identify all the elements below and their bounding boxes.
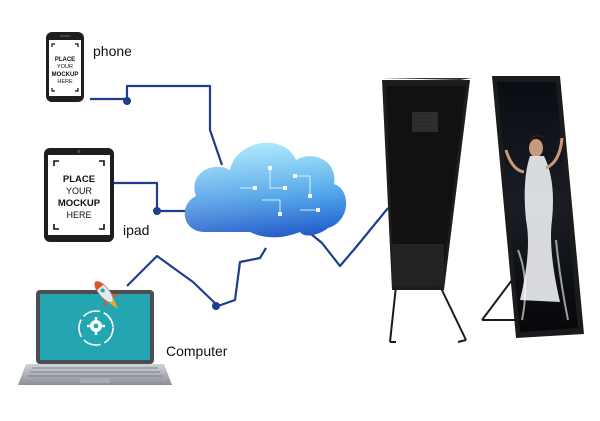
laptop-device	[18, 276, 172, 385]
phone-mockup-line-3: MOCKUP	[52, 72, 79, 78]
phone-mockup-line-1: PLACE	[55, 57, 75, 63]
ipad-device: PLACE YOUR MOCKUP HERE	[44, 148, 114, 242]
ipad-mockup-line-2: YOUR	[66, 186, 93, 196]
ipad-mockup-line-3: MOCKUP	[58, 198, 101, 209]
phone-device: PLACE YOUR MOCKUP HERE	[46, 32, 84, 102]
phone-node	[123, 97, 131, 105]
ipad-label: ipad	[123, 222, 149, 238]
display-back-stand	[390, 286, 466, 342]
poster-display-front	[482, 76, 584, 338]
poster-display-back	[380, 78, 472, 342]
ipad-node	[153, 207, 161, 215]
speaker-grille	[412, 112, 438, 132]
computer-node	[212, 302, 220, 310]
ipad-connector	[113, 183, 197, 211]
phone-mockup-line-4: HERE	[57, 79, 73, 85]
cloud-icon	[185, 143, 346, 238]
phone-mockup-line-2: YOUR	[57, 64, 73, 70]
ipad-mockup-line-4: HERE	[66, 210, 91, 220]
computer-label: Computer	[166, 343, 227, 359]
ipad-mockup-line-1: PLACE	[63, 174, 95, 185]
phone-label: phone	[93, 43, 132, 59]
